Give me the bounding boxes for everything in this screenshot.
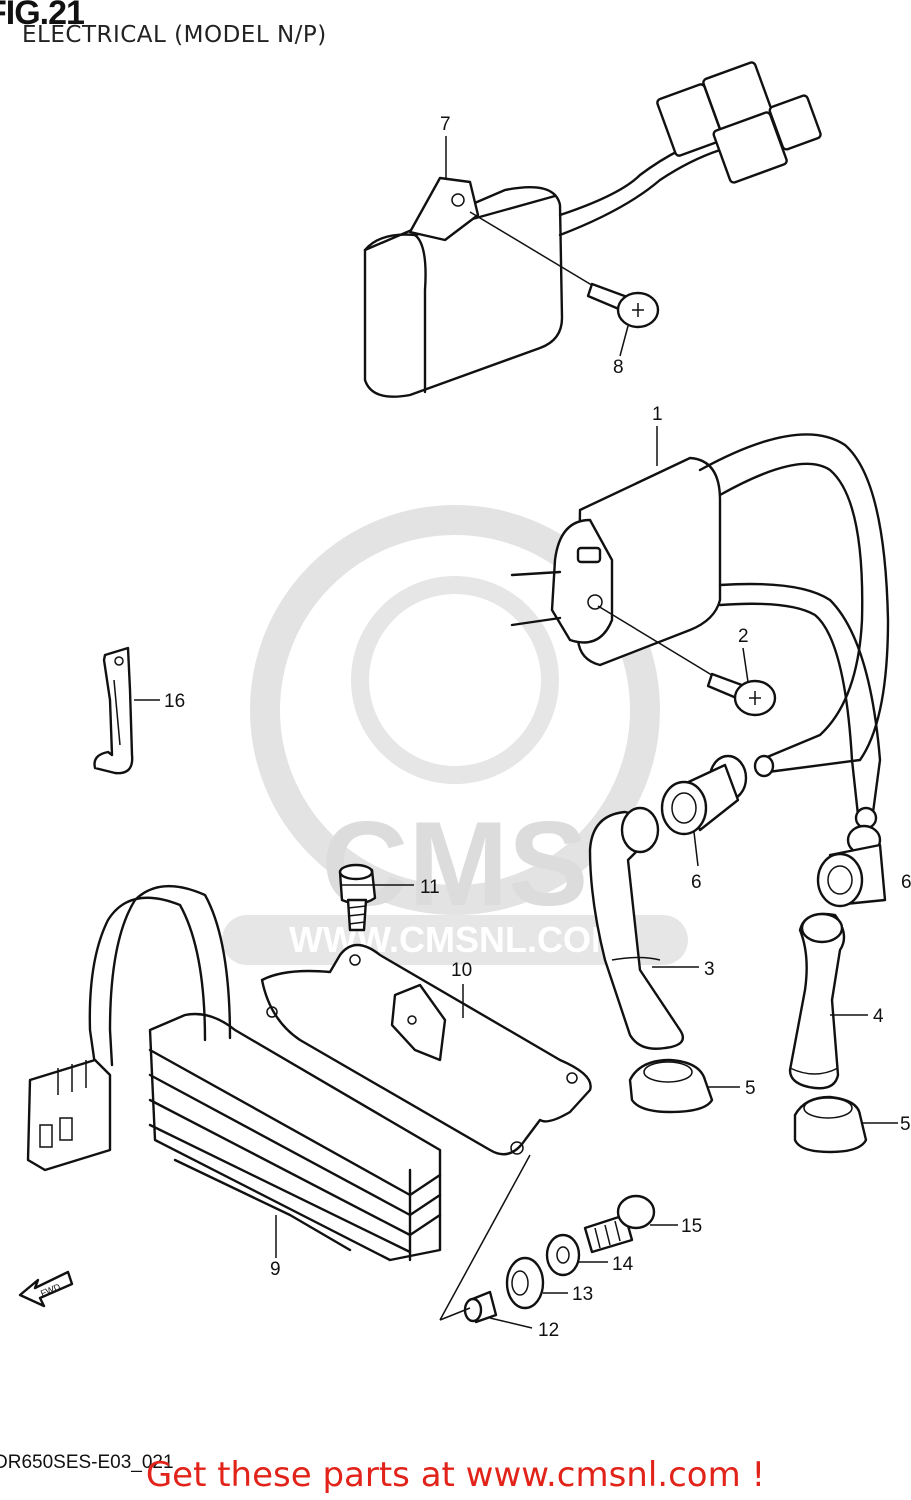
figure-title: FIG.21 (0, 0, 85, 32)
callout-1: 1 (652, 404, 663, 425)
callout-5-right: 5 (900, 1114, 911, 1135)
callout-7: 7 (440, 114, 451, 135)
part-15-bolt (583, 1194, 656, 1254)
callout-numbers: 7 8 1 2 16 6 6 11 10 3 4 5 5 15 9 14 13 … (164, 114, 911, 1341)
callout-13: 13 (572, 1284, 593, 1305)
callout-4: 4 (873, 1006, 884, 1027)
part-6-cap-left (660, 754, 748, 836)
callout-2: 2 (738, 626, 749, 647)
part-12-collar (463, 1290, 498, 1324)
callout-8: 8 (613, 357, 624, 378)
cms-watermark: CMS WWW.CMSNL.COM (222, 505, 688, 965)
watermark-url: WWW.CMSNL.COM (289, 919, 621, 960)
callout-3: 3 (704, 959, 715, 980)
callout-14: 14 (612, 1254, 634, 1275)
callout-6-left: 6 (691, 872, 702, 893)
callout-10: 10 (451, 960, 472, 981)
part-7-ignitor-unit (363, 61, 822, 398)
part-6-cap-right (816, 824, 887, 908)
part-9-regulator (26, 884, 442, 1262)
part-3-plug-cap (588, 806, 685, 1050)
callout-5-left: 5 (745, 1078, 756, 1099)
part-4-plug-cap (788, 912, 846, 1090)
figure-subtitle: ELECTRICAL (MODEL N/P) (22, 22, 327, 48)
callout-11: 11 (420, 877, 440, 898)
diagram-code: DR650SES-E03_021 (0, 1452, 174, 1473)
part-1-ignition-coil (510, 433, 890, 830)
callout-6-right: 6 (901, 872, 911, 893)
promo-link-text[interactable]: Get these parts at www.cmsnl.com ! (145, 1455, 766, 1495)
leader-lines (134, 136, 898, 1329)
callout-16: 16 (164, 691, 185, 712)
part-5-cover-left (628, 1058, 714, 1114)
assembly-guide-lines (439, 1154, 531, 1321)
callout-15: 15 (681, 1216, 702, 1237)
part-8-screw (469, 211, 660, 329)
fwd-arrow-icon: FWD (18, 1270, 74, 1308)
part-5-cover-right (793, 1095, 868, 1154)
part-13-grommet (505, 1256, 545, 1310)
part-16-bracket (93, 646, 134, 775)
callout-9: 9 (270, 1259, 281, 1280)
part-2-screw (597, 605, 777, 717)
part-10-mounting-plate (260, 943, 592, 1156)
callout-12: 12 (538, 1320, 559, 1341)
part-14-washer (545, 1233, 581, 1277)
